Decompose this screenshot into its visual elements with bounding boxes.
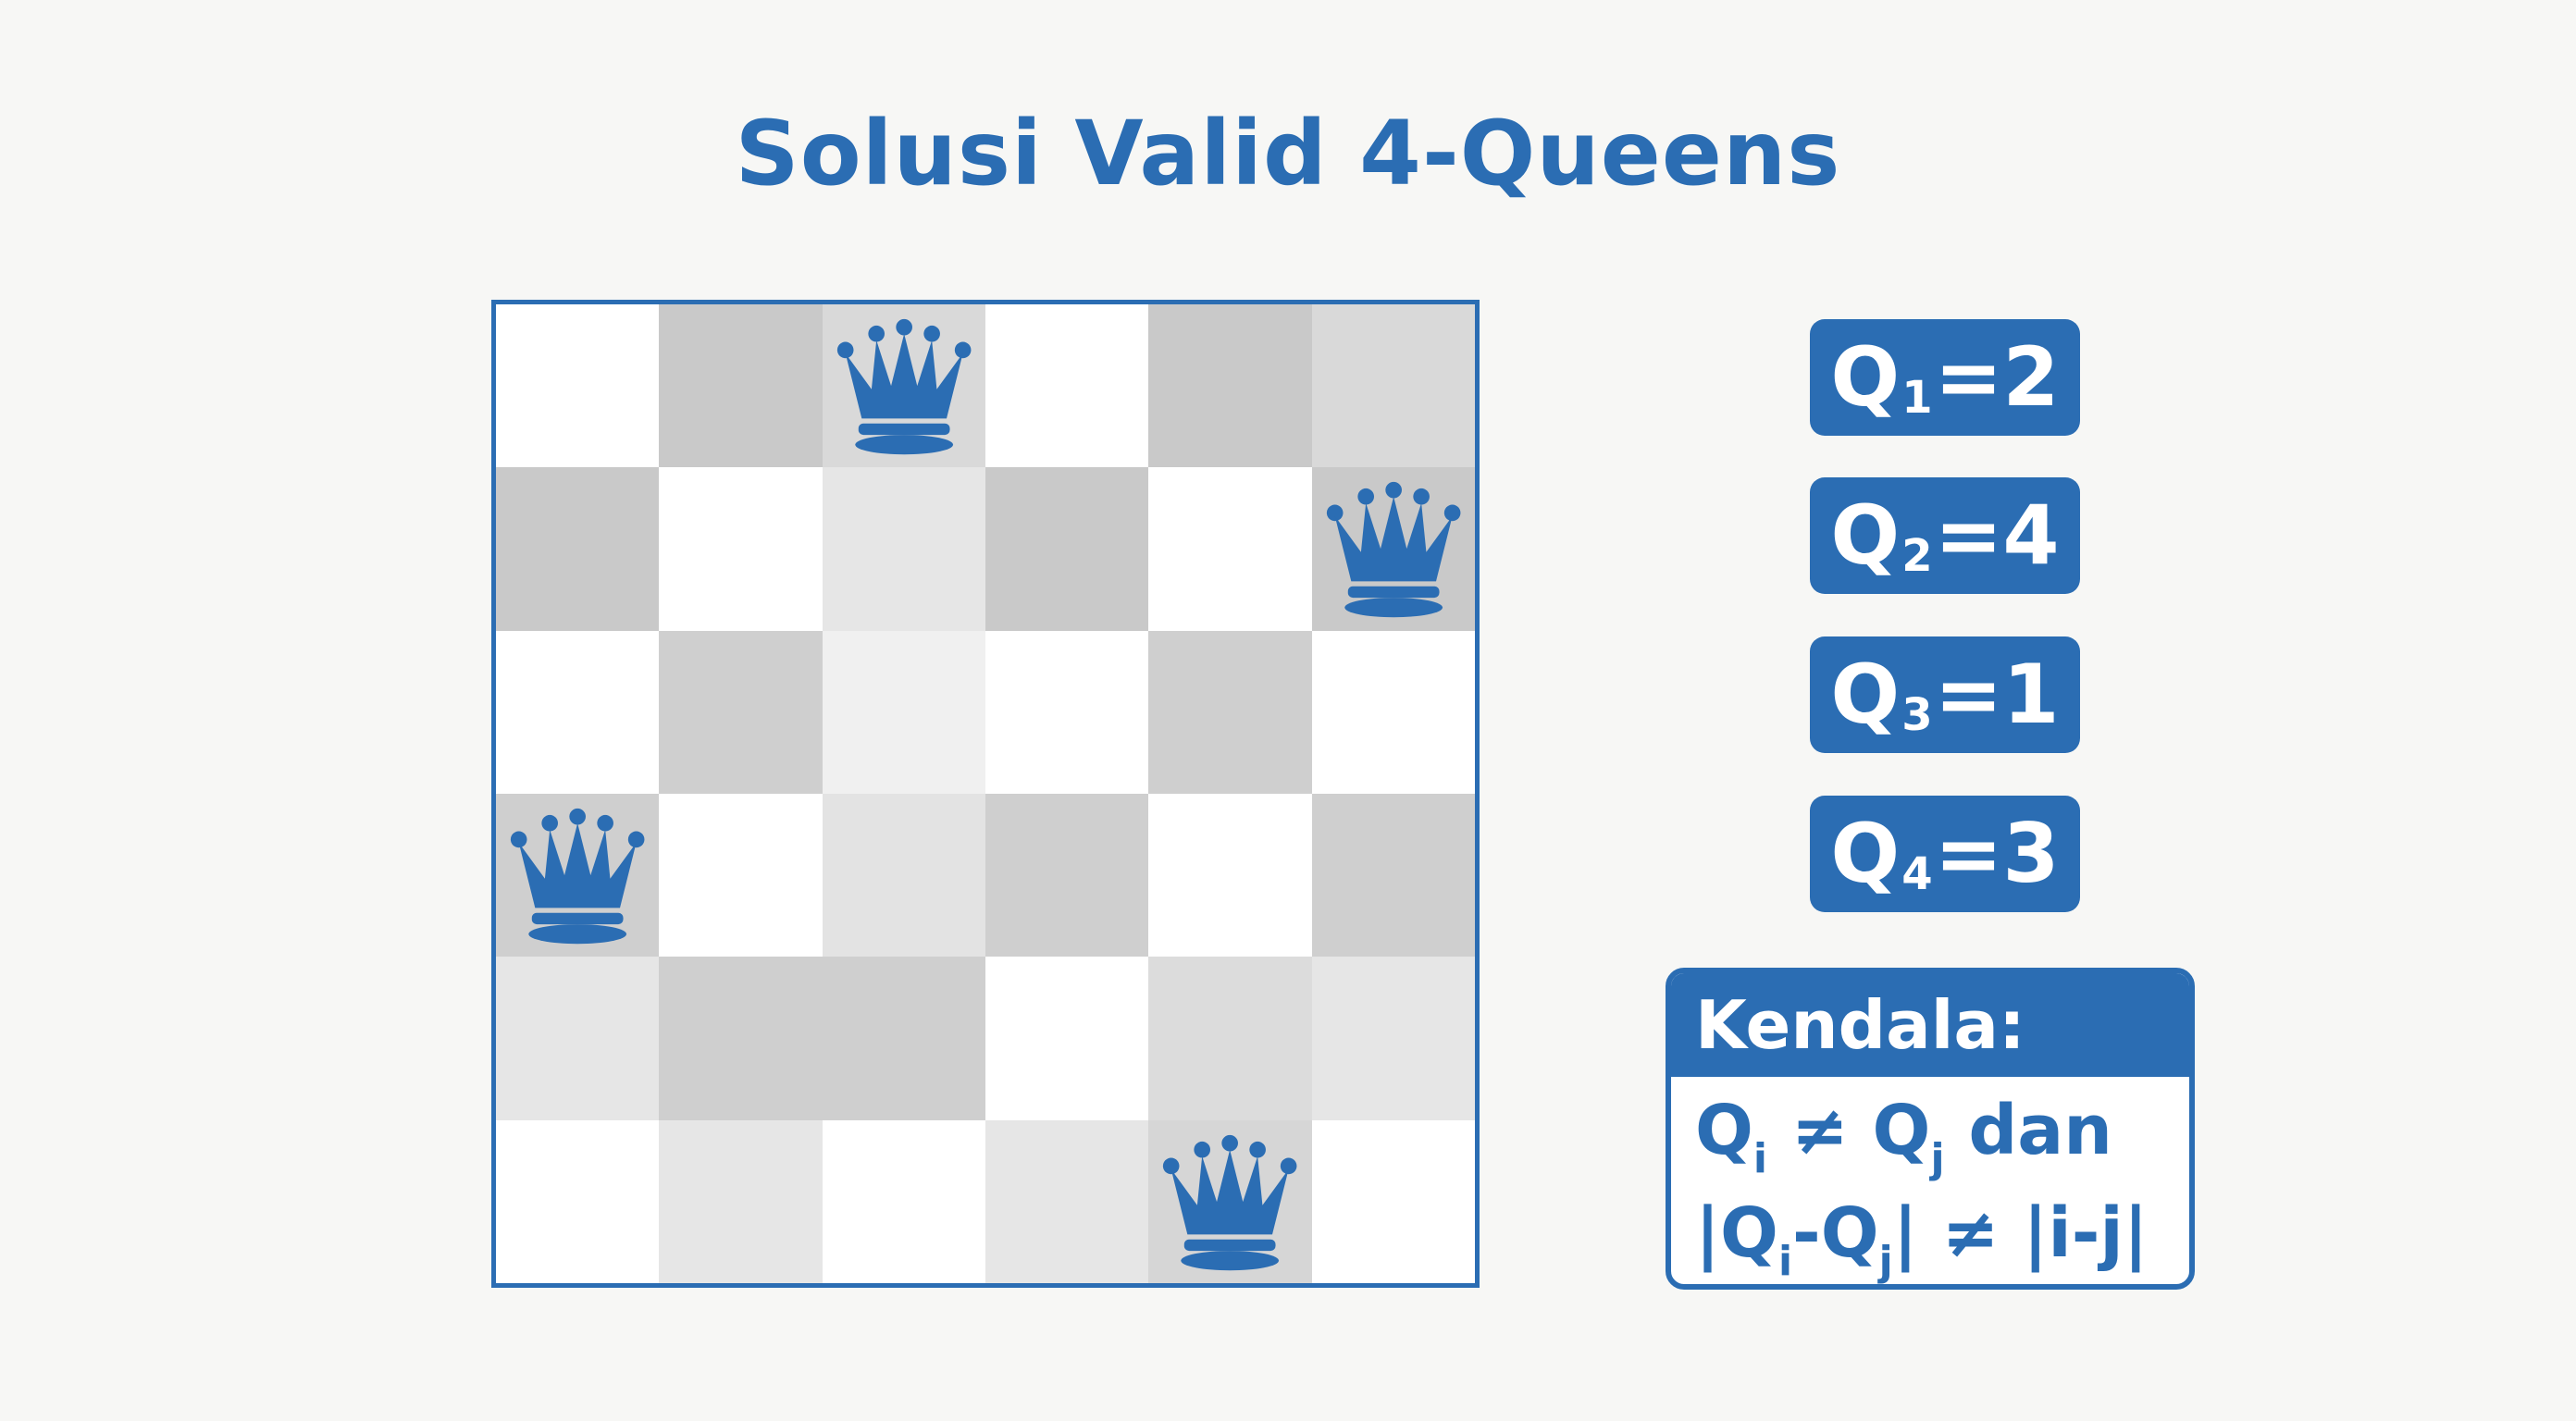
assignment-sub: 3 [1901,689,1933,741]
board-cell [659,467,823,631]
board-cell [822,1119,985,1283]
board-cell [496,304,660,468]
queen-crown-icon [1163,1134,1297,1270]
constraint-text: Q [1695,1091,1753,1170]
board-cell [659,304,823,468]
board-cell [496,1119,660,1283]
board-cell [1148,1119,1312,1283]
board-cell [985,1119,1149,1283]
board-cell [496,957,660,1120]
board-cell [822,304,985,468]
constraint-text: Q [1872,1091,1931,1170]
assignment-value: =1 [1934,647,2060,742]
assignment-var: Q [1830,329,1901,425]
board-cell [1311,957,1475,1120]
board-cell [1311,794,1475,958]
board-cell [1148,957,1312,1120]
board-cell [1148,467,1312,631]
constraint-text: dan [1944,1091,2112,1170]
board-cell [1148,304,1312,468]
queen-crown-icon [510,808,645,945]
constraint-text: | ≠ |i-j| [1892,1193,2149,1273]
board-cell [1311,304,1475,468]
board-cell [659,957,823,1120]
board-cell [496,630,660,794]
constraint-sub: j [1930,1135,1945,1182]
board-cell [985,304,1149,468]
board-cell [659,1119,823,1283]
board-cell [822,467,985,631]
constraint-sub: j [1878,1238,1893,1285]
board-cell [822,957,985,1120]
board-cell [1148,794,1312,958]
board-cell [985,957,1149,1120]
board-cell [659,630,823,794]
queen-crown-icon [836,318,972,455]
constraint-line-2: |Qi-Qj| ≠ |i-j| [1695,1187,2189,1285]
constraint-line-1: Qi ≠ Qj dan [1695,1084,2189,1187]
board-cell [985,630,1149,794]
assignment-sub: 2 [1901,530,1933,582]
board-cell [1311,1119,1475,1283]
constraint-body: Qi ≠ Qj dan |Qi-Qj| ≠ |i-j| [1671,1077,2189,1285]
board-cell [822,794,985,958]
assignment-value: =3 [1934,806,2060,901]
assignment-value: =4 [1934,488,2060,583]
chess-board [491,300,1480,1288]
assignment-var: Q [1830,488,1901,583]
constraint-text: -Q [1792,1193,1879,1273]
board-cell [1311,630,1475,794]
constraint-box: Kendala: Qi ≠ Qj dan |Qi-Qj| ≠ |i-j| [1666,968,2195,1290]
board-cell [496,467,660,631]
assignment-var: Q [1830,647,1901,742]
constraint-sub: i [1752,1135,1768,1182]
assignment-var: Q [1830,806,1901,901]
board-cell [985,467,1149,631]
constraint-sub: i [1777,1238,1793,1285]
board-cell [496,794,660,958]
constraint-text: ≠ [1767,1091,1873,1170]
board-cell [822,630,985,794]
assignment-sub: 1 [1901,372,1933,424]
assignment-value: =2 [1934,329,2060,425]
board-cell [985,794,1149,958]
page-title: Solusi Valid 4-Queens [735,102,1841,205]
constraint-heading: Kendala: [1671,973,2189,1077]
board-cell [1148,630,1312,794]
queen-crown-icon [1326,482,1461,618]
assignment-sub: 4 [1901,848,1933,900]
board-cell [1311,467,1475,631]
constraint-text: |Q [1695,1193,1778,1273]
board-cell [659,794,823,958]
